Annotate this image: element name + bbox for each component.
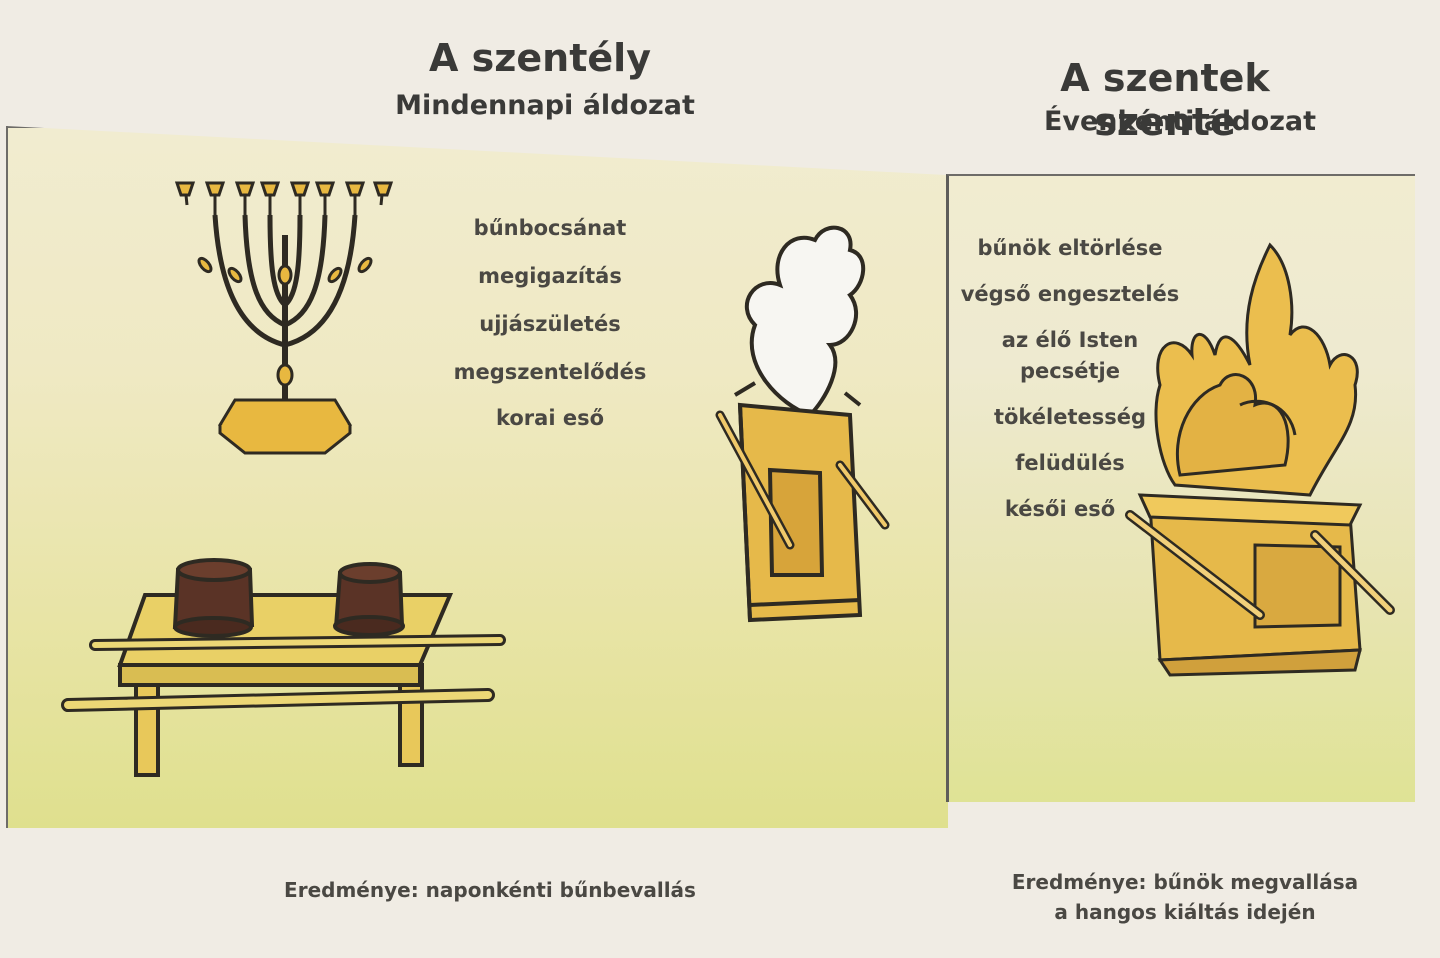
right-item-label: az élő Isten [1001,328,1139,352]
left-subtitle: Mindennapi áldozat [395,90,695,121]
left-title: A szentély [429,36,651,80]
left-item-label: ujjászületés [479,312,621,336]
right-item-label: bűnök eltörlése [977,236,1163,260]
left-item-label: korai eső [495,406,605,430]
right-subtitle: Évenkénti áldozat [1043,106,1317,137]
right-item-label: felüdülés [1015,451,1125,475]
most-holy-place-panel [946,174,1415,802]
left-item-label: megigazítás [478,264,622,288]
right-item-label: végső engesztelés [960,282,1180,306]
left-result: Eredménye: naponkénti bűnbevallás [284,878,696,902]
right-item-label: tökéletesség [993,405,1147,429]
left-item-label: megszentelődés [453,360,647,384]
right-item-label: késői eső [1004,497,1116,521]
right-result-line2: a hangos kiáltás idején [1054,900,1316,924]
right-item-label: pecsétje [1020,359,1120,383]
incense-altar-icon [715,225,890,623]
right-result-line1: Eredménye: bűnök megvallása [1011,870,1359,894]
right-title: A szentek szente [1060,56,1270,144]
left-item-label: bűnbocsánat [473,216,627,240]
showbread-table-icon [61,558,506,777]
ark-of-covenant-icon [1125,242,1395,677]
menorah-icon [174,181,394,455]
